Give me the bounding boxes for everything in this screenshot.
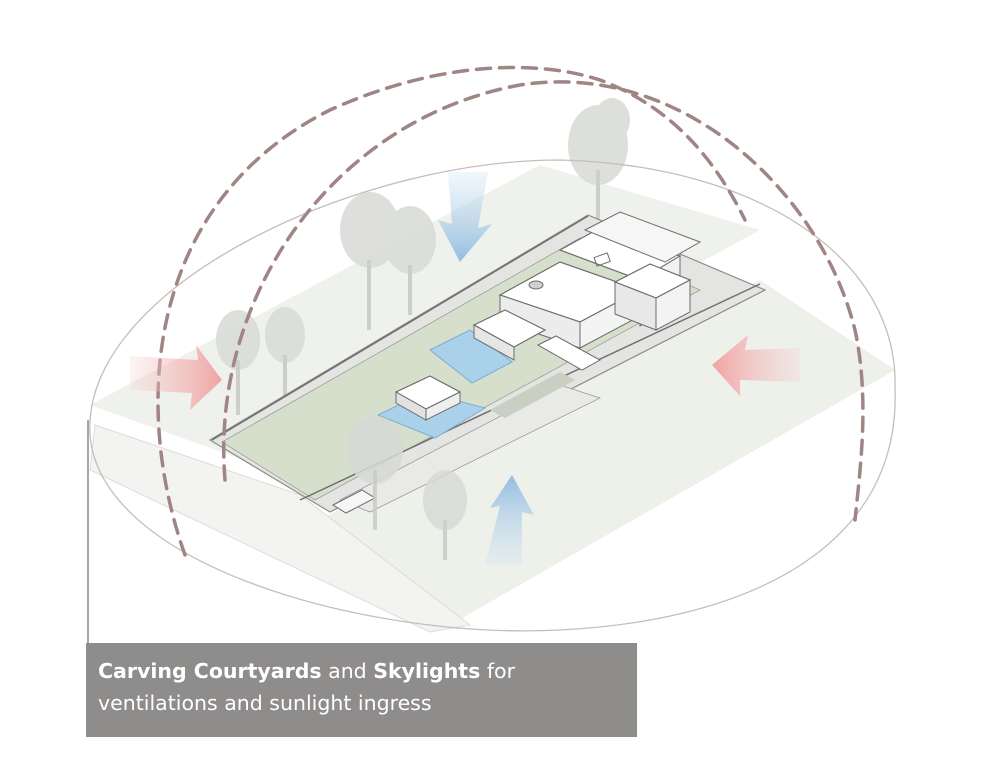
caption-line-2: ventilations and sunlight ingress [98,691,432,715]
caption-bold-skylights: Skylights [373,659,481,683]
skylight-square [593,252,611,267]
house-block-front [655,279,691,331]
side-path [490,372,575,418]
walkway [339,384,602,513]
caption-text-and: and [321,659,374,683]
back-wall-edge [211,215,589,441]
road-strip [89,424,472,633]
house-lower-side [473,324,515,361]
caption-bold-courtyards: Carving Courtyards [98,659,322,683]
pool [429,329,513,384]
sun-path-ellipse-upper [89,159,896,421]
blue-arrow-icon [485,475,534,565]
red-arrow-icon [712,335,800,396]
pavilion-front [425,391,461,421]
caption-text-for: for [480,659,516,683]
caption-box: Carving Courtyards and Skylights for ven… [86,643,637,737]
tree-icon [347,416,467,560]
sun-arc-dashed-2 [222,80,865,522]
sun-path-ellipse-lower [89,389,896,632]
red-arrow-icon [130,345,222,410]
skylight-round [528,280,544,290]
blue-arrow-icon [438,172,492,262]
tree-icon [216,98,630,415]
garage-block [583,211,702,263]
canopy [536,335,602,371]
caption-line-1: Carving Courtyards and Skylights for [98,655,625,687]
